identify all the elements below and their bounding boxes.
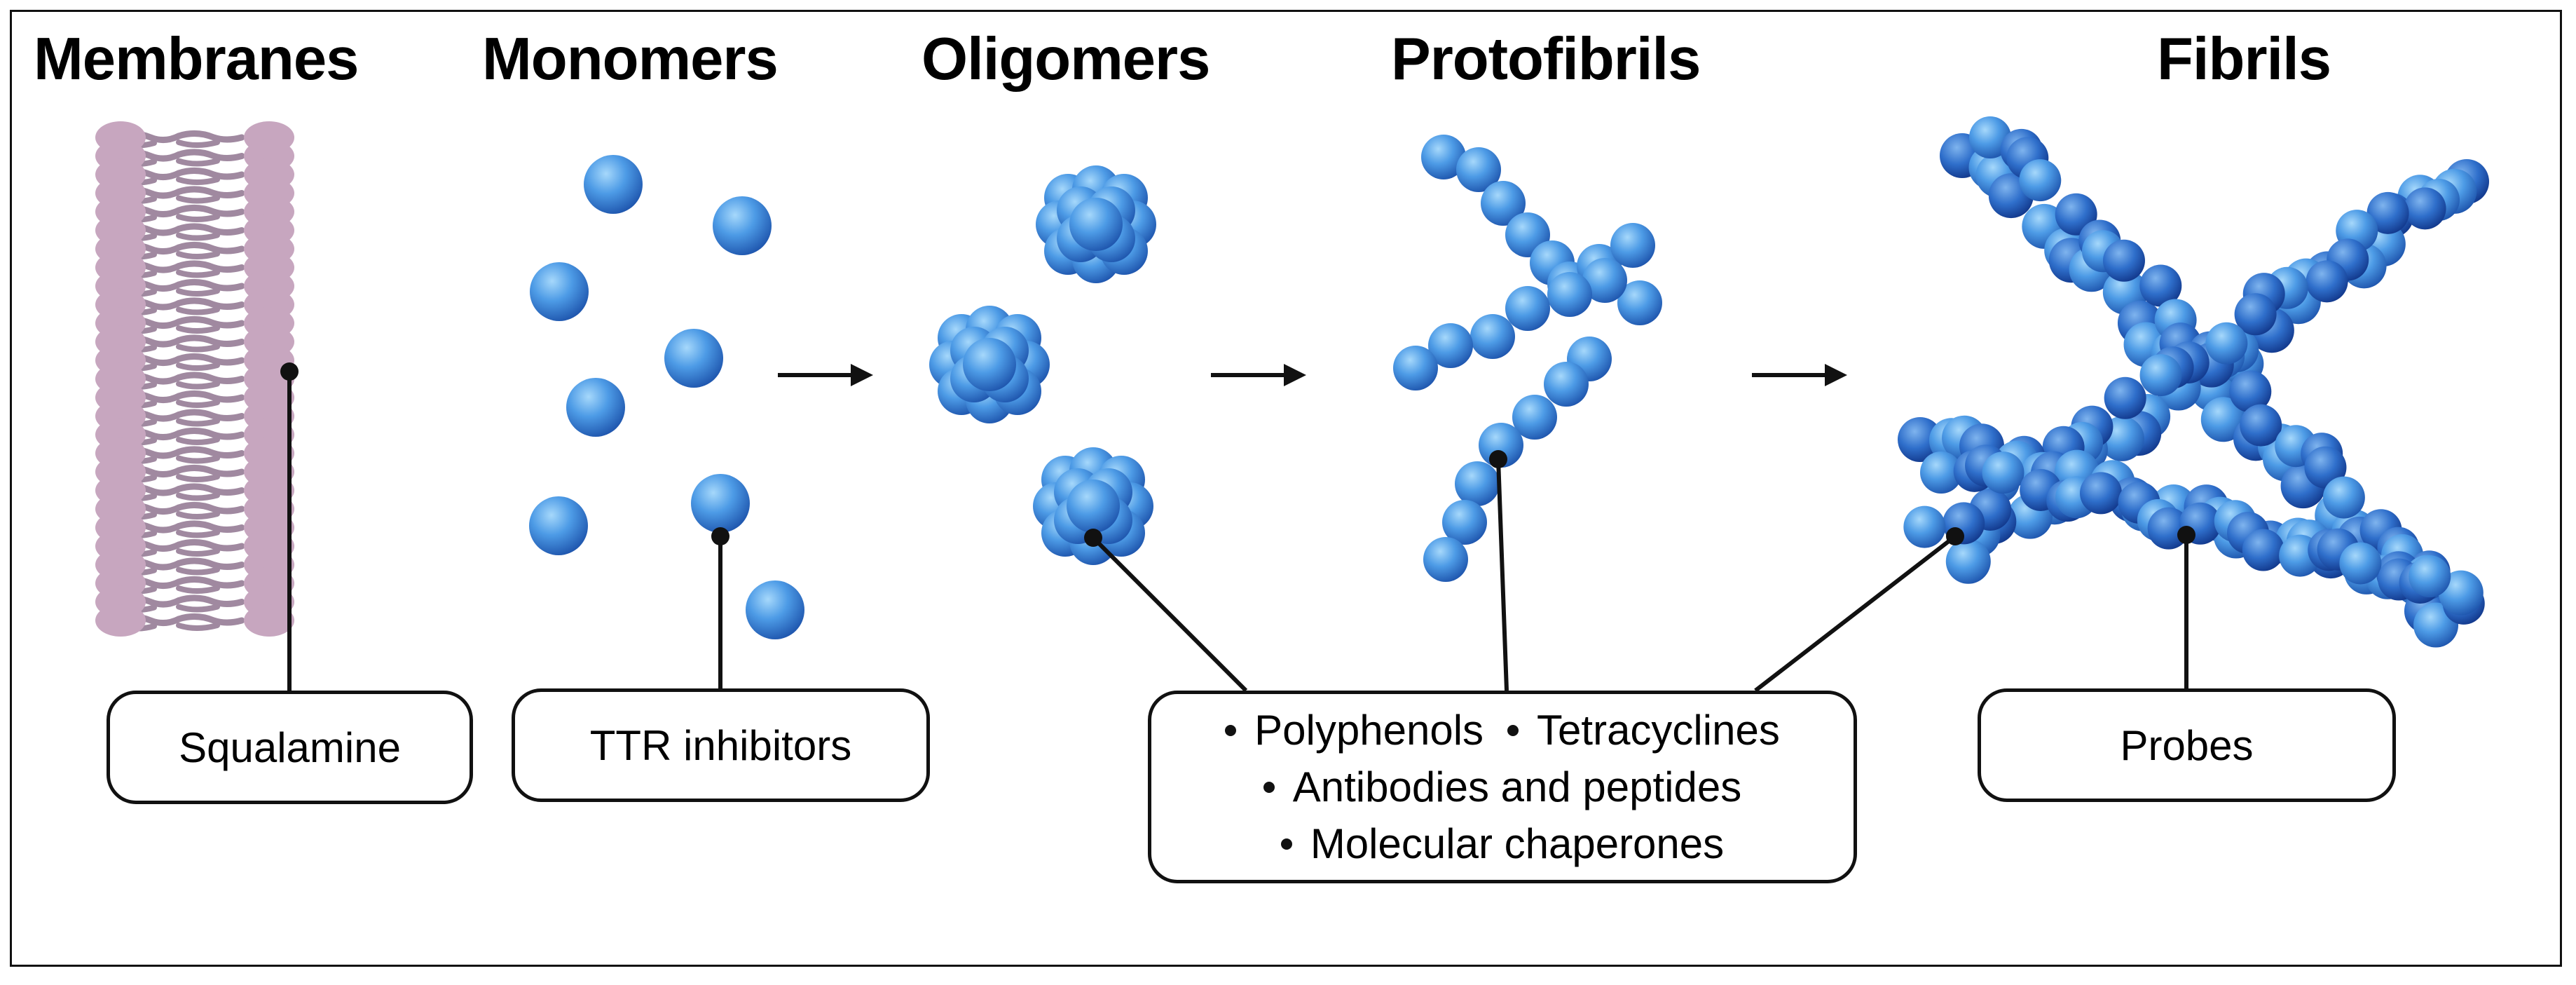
connector-protofibrils bbox=[1489, 450, 1509, 691]
protein-sphere bbox=[1442, 500, 1487, 545]
protein-sphere bbox=[1505, 286, 1550, 331]
protein-sphere bbox=[1481, 181, 1526, 226]
protein-sphere bbox=[2205, 322, 2248, 365]
monomers-group bbox=[529, 155, 804, 639]
protein-sphere bbox=[1903, 505, 1946, 548]
list-item: Polyphenols bbox=[1225, 706, 1484, 754]
stage-title-protofibrils: Protofibrils bbox=[1391, 26, 1701, 93]
stage-title-membranes: Membranes bbox=[34, 26, 359, 93]
label-squalamine: Squalamine bbox=[179, 724, 401, 771]
protein-sphere bbox=[2139, 354, 2182, 397]
label-antibodies-peptides: Antibodies and peptides bbox=[1292, 763, 1742, 810]
right-arrow-icon bbox=[778, 364, 873, 386]
lipid-bilayer-membrane bbox=[95, 121, 294, 637]
protein-sphere bbox=[2304, 446, 2347, 489]
stage-title-oligomers: Oligomers bbox=[922, 26, 1210, 93]
bullet-icon bbox=[1225, 724, 1237, 736]
protein-sphere bbox=[1393, 346, 1438, 390]
box-aggregation-inhibitors: Polyphenols Tetracyclines Antibodies and… bbox=[1148, 691, 1857, 883]
protein-sphere bbox=[2240, 404, 2282, 447]
protein-sphere bbox=[2139, 264, 2182, 307]
stage-title-fibrils: Fibrils bbox=[2157, 26, 2331, 93]
protein-sphere bbox=[2242, 529, 2284, 571]
protein-sphere bbox=[1547, 272, 1592, 317]
protein-sphere bbox=[1982, 451, 2025, 494]
inhibitor-row-3: Molecular chaperones bbox=[1280, 820, 1725, 868]
connector-oligomers bbox=[1084, 529, 1248, 693]
connector-probes bbox=[2177, 526, 2195, 691]
protofibrils-group bbox=[1393, 135, 1662, 582]
list-item: Molecular chaperones bbox=[1280, 820, 1725, 868]
protein-sphere bbox=[713, 196, 772, 255]
protein-sphere bbox=[2339, 542, 2382, 585]
lipid-head bbox=[244, 604, 294, 637]
fibrils-group bbox=[1898, 116, 2489, 648]
protein-sphere bbox=[530, 262, 589, 321]
protein-sphere bbox=[2019, 159, 2062, 202]
label-probes: Probes bbox=[2120, 721, 2254, 769]
protein-sphere bbox=[2366, 191, 2409, 234]
connector-ttr-inhibitors bbox=[711, 527, 729, 691]
protein-sphere bbox=[1610, 223, 1655, 268]
protein-sphere bbox=[584, 155, 643, 214]
label-polyphenols: Polyphenols bbox=[1254, 707, 1484, 754]
protein-sphere bbox=[1544, 362, 1589, 407]
protein-sphere bbox=[963, 338, 1016, 391]
protein-sphere bbox=[1421, 135, 1466, 179]
inhibitor-row-1: Polyphenols Tetracyclines bbox=[1225, 706, 1780, 754]
protein-sphere bbox=[2104, 376, 2146, 419]
protein-sphere bbox=[529, 496, 588, 555]
protein-sphere bbox=[2080, 472, 2123, 515]
protein-sphere bbox=[1423, 537, 1468, 582]
protein-sphere bbox=[1470, 314, 1515, 359]
protein-sphere bbox=[2322, 476, 2365, 519]
right-arrow-icon bbox=[1752, 364, 1847, 386]
protein-sphere bbox=[664, 329, 723, 388]
list-item: Tetracyclines bbox=[1507, 706, 1780, 754]
protein-sphere bbox=[1512, 395, 1557, 440]
box-ttr-inhibitors: TTR inhibitors bbox=[512, 688, 930, 802]
box-squalamine: Squalamine bbox=[107, 691, 473, 804]
label-tetracyclines: Tetracyclines bbox=[1537, 707, 1780, 754]
protein-sphere bbox=[566, 378, 625, 437]
connector-squalamine bbox=[280, 362, 299, 691]
protein-sphere bbox=[1455, 461, 1500, 506]
protein-sphere bbox=[2404, 187, 2446, 230]
right-arrow-icon bbox=[1211, 364, 1306, 386]
protein-sphere bbox=[1920, 451, 1962, 494]
inhibitor-row-2: Antibodies and peptides bbox=[1263, 763, 1742, 811]
protein-sphere bbox=[746, 580, 804, 639]
protein-sphere bbox=[1582, 258, 1627, 303]
protein-sphere bbox=[2306, 260, 2348, 303]
bullet-icon bbox=[1263, 781, 1275, 793]
protein-sphere bbox=[1945, 538, 1991, 584]
label-molecular-chaperones: Molecular chaperones bbox=[1310, 820, 1725, 867]
label-ttr-inhibitors: TTR inhibitors bbox=[589, 721, 852, 769]
protein-sphere bbox=[1617, 280, 1662, 325]
connector-fibrils bbox=[1754, 527, 1964, 693]
protein-sphere bbox=[2102, 239, 2145, 282]
protein-sphere bbox=[691, 474, 750, 533]
protein-sphere bbox=[1069, 198, 1123, 251]
list-item: Antibodies and peptides bbox=[1263, 763, 1742, 811]
box-probes: Probes bbox=[1978, 688, 2396, 802]
protein-sphere bbox=[1456, 147, 1501, 192]
lipid-head bbox=[95, 604, 146, 637]
bullet-icon bbox=[1280, 838, 1292, 850]
oligomers-group bbox=[929, 165, 1156, 565]
protein-sphere bbox=[2229, 370, 2272, 413]
protein-sphere bbox=[1428, 323, 1473, 368]
protein-sphere bbox=[2409, 555, 2451, 598]
protein-sphere bbox=[1898, 417, 1943, 462]
protein-sphere bbox=[2200, 397, 2246, 442]
protein-sphere bbox=[2234, 293, 2277, 336]
stage-title-monomers: Monomers bbox=[482, 26, 779, 93]
protein-sphere bbox=[1067, 480, 1120, 533]
bullet-icon bbox=[1507, 724, 1519, 736]
figure-frame bbox=[10, 10, 2562, 967]
